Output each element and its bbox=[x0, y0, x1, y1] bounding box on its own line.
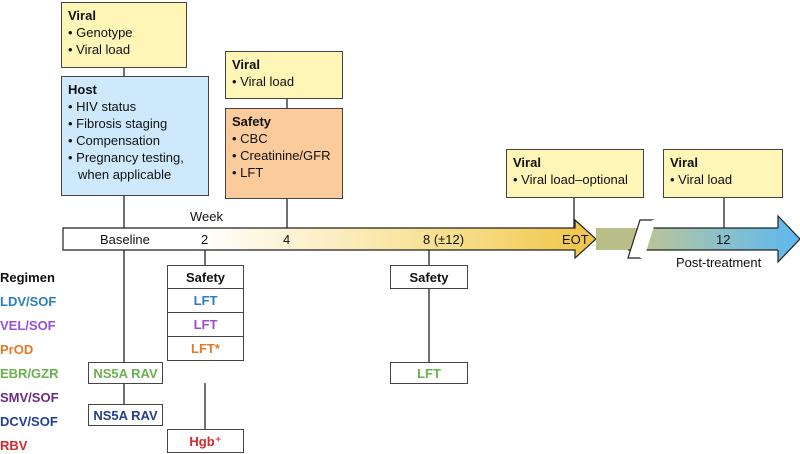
tick-week-2: 2 bbox=[201, 232, 209, 247]
box-item: • Genotype bbox=[68, 25, 133, 40]
regimen-header: Regimen bbox=[0, 270, 55, 285]
box-item: when applicable bbox=[78, 167, 172, 182]
box-item: • Compensation bbox=[68, 133, 160, 148]
box-item: • HIV status bbox=[68, 99, 137, 114]
box-item: • CBC bbox=[232, 131, 268, 146]
eot-viral-box: Viral • Viral load–optional bbox=[506, 149, 644, 198]
week2-ldv-lft: LFT bbox=[167, 289, 244, 313]
box-heading: Viral bbox=[513, 155, 541, 170]
box-item: • Viral load bbox=[232, 74, 295, 89]
tick-eot: EOT bbox=[562, 232, 589, 247]
axis-break-marks bbox=[627, 219, 656, 259]
box-item: • Pregnancy testing, bbox=[68, 150, 184, 165]
week8-safety-header: Safety bbox=[390, 265, 468, 289]
regimen-ldv-sof: LDV/SOF bbox=[0, 294, 57, 309]
box-item: • LFT bbox=[232, 165, 264, 180]
week4-safety-box: Safety • CBC • Creatinine/GFR • LFT bbox=[225, 108, 343, 199]
baseline-ebr-ns5a-rav: NS5A RAV bbox=[88, 362, 163, 384]
week2-prod-lft: LFT* bbox=[167, 337, 244, 361]
box-item: • Viral load bbox=[68, 42, 131, 57]
post-treatment-arrow bbox=[628, 216, 800, 262]
box-item: • Viral load–optional bbox=[513, 172, 628, 187]
box-heading: Safety bbox=[232, 114, 272, 129]
tick-week-4: 4 bbox=[283, 232, 291, 247]
connector-lines bbox=[123, 68, 725, 429]
regimen-rbv: RBV bbox=[0, 438, 28, 453]
week2-rbv-hgb: Hgb⁺ bbox=[167, 429, 244, 453]
regimen-smv-sof: SMV/SOF bbox=[0, 390, 59, 405]
treatment-arrow bbox=[62, 218, 597, 260]
regimen-prod: PrOD bbox=[0, 342, 34, 357]
box-heading: Viral bbox=[232, 57, 260, 72]
tick-week-8: 8 (±12) bbox=[423, 232, 465, 247]
baseline-dcv-ns5a-rav: NS5A RAV bbox=[88, 404, 163, 426]
week4-viral-box: Viral • Viral load bbox=[225, 51, 343, 99]
baseline-host-box: Host • HIV status • Fibrosis staging • C… bbox=[61, 76, 209, 196]
box-item: • Fibrosis staging bbox=[68, 116, 168, 131]
box-item: • Viral load bbox=[670, 172, 733, 187]
box-heading: Viral bbox=[68, 8, 96, 23]
regimen-vel-sof: VEL/SOF bbox=[0, 318, 56, 333]
box-heading: Viral bbox=[670, 155, 698, 170]
box-item: • Creatinine/GFR bbox=[232, 148, 331, 163]
week2-safety-header: Safety bbox=[167, 265, 244, 289]
box-heading: Host bbox=[68, 82, 97, 97]
regimen-dcv-sof: DCV/SOF bbox=[0, 414, 58, 429]
regimen-ebr-gzr: EBR/GZR bbox=[0, 366, 59, 381]
baseline-viral-box: Viral • Genotype • Viral load bbox=[61, 2, 187, 68]
post-treatment-label: Post-treatment bbox=[676, 255, 762, 270]
week8-ebr-lft: LFT bbox=[390, 362, 468, 384]
week-label: Week bbox=[190, 209, 223, 224]
tick-baseline: Baseline bbox=[100, 232, 150, 247]
tick-week-12: 12 bbox=[716, 232, 731, 247]
week12-viral-box: Viral • Viral load bbox=[663, 149, 783, 198]
week2-vel-lft: LFT bbox=[167, 313, 244, 337]
